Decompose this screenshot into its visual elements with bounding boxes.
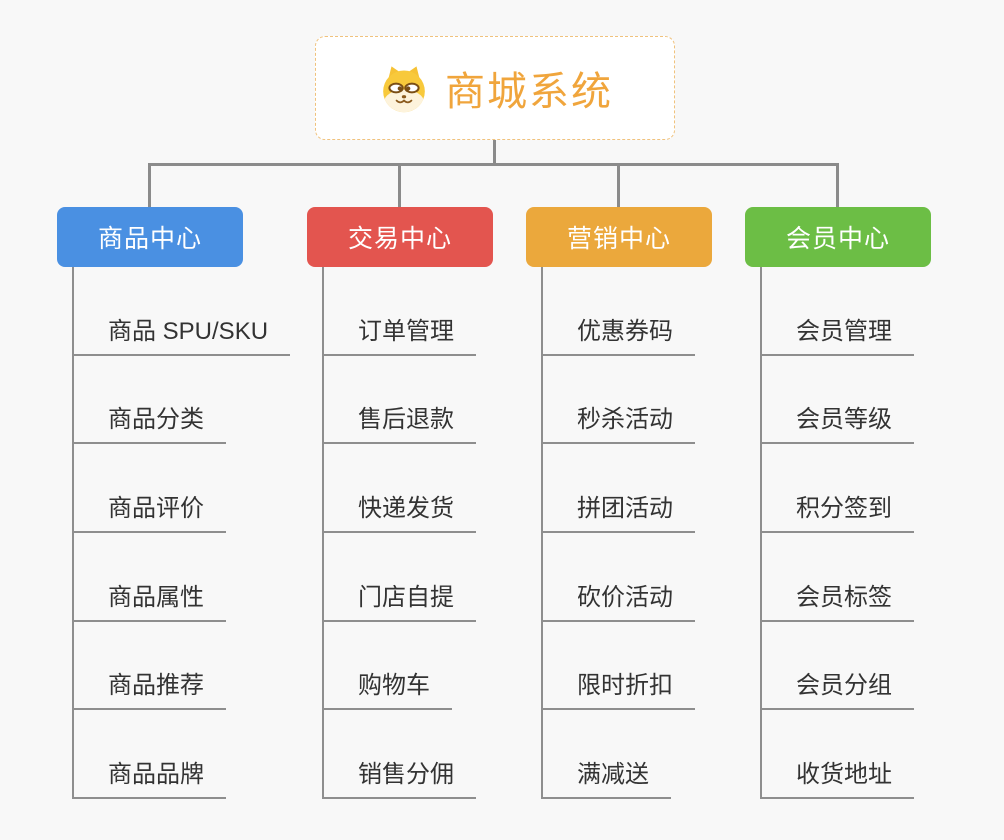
leaf-node[interactable]: 拼团活动 xyxy=(543,444,695,534)
leaf-node[interactable]: 快递发货 xyxy=(324,444,476,534)
root-node[interactable]: 商城系统 xyxy=(315,36,675,140)
leaf-node[interactable]: 满减送 xyxy=(543,710,671,800)
connector-drop-3 xyxy=(617,163,620,208)
leaf-node[interactable]: 商品评价 xyxy=(74,444,226,534)
leaf-node[interactable]: 会员管理 xyxy=(762,267,914,356)
branch-column-member: 会员中心 会员管理 会员等级 积分签到 会员标签 会员分组 收货地址 xyxy=(745,207,995,800)
branch-node-product[interactable]: 商品中心 xyxy=(57,207,243,267)
connector-drop-4 xyxy=(836,163,839,208)
branch-column-trade: 交易中心 订单管理 售后退款 快递发货 门店自提 购物车 销售分佣 xyxy=(307,207,557,800)
leaf-node[interactable]: 商品品牌 xyxy=(74,710,226,800)
branch-node-trade[interactable]: 交易中心 xyxy=(307,207,493,267)
leaf-node[interactable]: 售后退款 xyxy=(324,356,476,445)
connector-drop-1 xyxy=(148,163,151,208)
leaf-node[interactable]: 限时折扣 xyxy=(543,622,695,711)
branch-items-marketing: 优惠券码 秒杀活动 拼团活动 砍价活动 限时折扣 满减送 xyxy=(541,267,695,800)
leaf-node[interactable]: 门店自提 xyxy=(324,533,476,622)
leaf-node[interactable]: 砍价活动 xyxy=(543,533,695,622)
leaf-node[interactable]: 收货地址 xyxy=(762,710,914,800)
leaf-node[interactable]: 积分签到 xyxy=(762,444,914,534)
branch-items-trade: 订单管理 售后退款 快递发货 门店自提 购物车 销售分佣 xyxy=(322,267,476,800)
shiba-dog-icon xyxy=(383,66,425,113)
connector-horizontal xyxy=(148,163,839,166)
branch-items-member: 会员管理 会员等级 积分签到 会员标签 会员分组 收货地址 xyxy=(760,267,914,800)
branch-column-marketing: 营销中心 优惠券码 秒杀活动 拼团活动 砍价活动 限时折扣 满减送 xyxy=(526,207,776,800)
branch-node-member[interactable]: 会员中心 xyxy=(745,207,931,267)
leaf-node[interactable]: 会员标签 xyxy=(762,533,914,622)
leaf-node[interactable]: 商品 SPU/SKU xyxy=(74,267,291,356)
leaf-node[interactable]: 优惠券码 xyxy=(543,267,695,356)
leaf-node[interactable]: 商品推荐 xyxy=(74,622,226,711)
leaf-node[interactable]: 订单管理 xyxy=(324,267,476,356)
leaf-node[interactable]: 会员等级 xyxy=(762,356,914,445)
leaf-node[interactable]: 购物车 xyxy=(324,622,452,711)
leaf-node[interactable]: 秒杀活动 xyxy=(543,356,695,445)
branch-node-marketing[interactable]: 营销中心 xyxy=(526,207,712,267)
connector-drop-2 xyxy=(398,163,401,208)
leaf-node[interactable]: 销售分佣 xyxy=(324,710,476,800)
leaf-node[interactable]: 商品属性 xyxy=(74,533,226,622)
root-title: 商城系统 xyxy=(445,70,613,114)
connector-root-stub xyxy=(493,140,496,165)
leaf-node[interactable]: 商品分类 xyxy=(74,356,226,445)
leaf-node[interactable]: 会员分组 xyxy=(762,622,914,711)
branch-column-product: 商品中心 商品 SPU/SKU 商品分类 商品评价 商品属性 商品推荐 商品品牌 xyxy=(57,207,307,800)
branch-items-product: 商品 SPU/SKU 商品分类 商品评价 商品属性 商品推荐 商品品牌 xyxy=(72,267,291,800)
